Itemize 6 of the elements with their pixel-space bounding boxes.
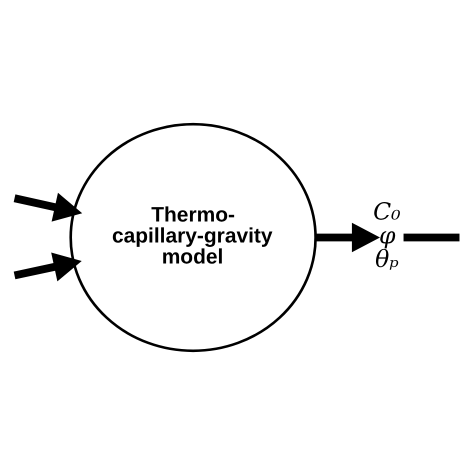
connector [404, 233, 460, 241]
arrow [14, 192, 82, 222]
node-text: C₀ φ θₚ [373, 197, 401, 272]
arrow [14, 252, 82, 281]
arrow [316, 222, 380, 252]
node-circle: Thermo- capillary-gravity model [69, 122, 317, 352]
